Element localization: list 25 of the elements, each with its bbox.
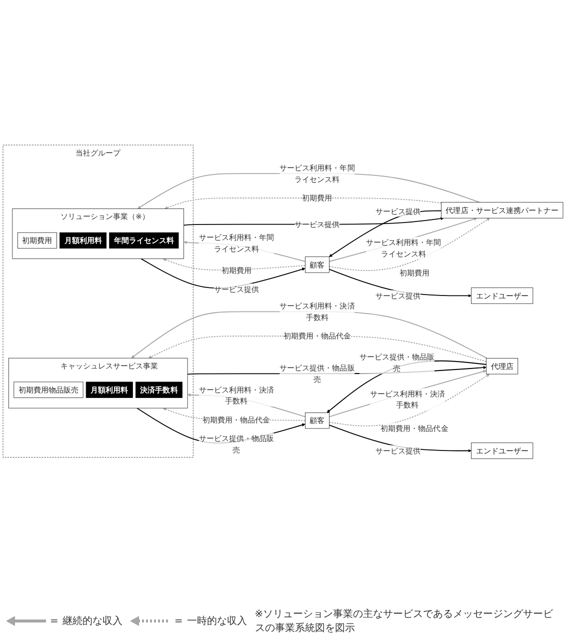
arrow [328, 218, 490, 271]
arrow [183, 216, 444, 226]
arrow [137, 172, 480, 209]
arrow [148, 335, 487, 362]
arrow [328, 369, 486, 417]
footnote: ※ソリューション事業の主なサービスであるメッセージングサービスの事業系統図を図示 [254, 608, 554, 635]
equals-sign: = [50, 616, 58, 626]
arrow [187, 393, 306, 417]
arrow [131, 310, 488, 358]
arrow [162, 407, 306, 421]
arrow [328, 374, 490, 426]
arrow [187, 366, 486, 374]
arrow [328, 217, 478, 262]
arrow [162, 258, 306, 270]
arrow [328, 210, 442, 257]
arrow [136, 407, 306, 444]
arrow [326, 360, 487, 412]
arrow [328, 424, 472, 452]
arrow [328, 268, 472, 298]
arrow [140, 258, 306, 288]
legend-text: 一時的な収入 [186, 614, 247, 628]
arrow [184, 240, 306, 262]
arrow [164, 197, 442, 209]
legend-text: 継続的な収入 [62, 614, 122, 628]
equals-sign: = [174, 616, 183, 626]
